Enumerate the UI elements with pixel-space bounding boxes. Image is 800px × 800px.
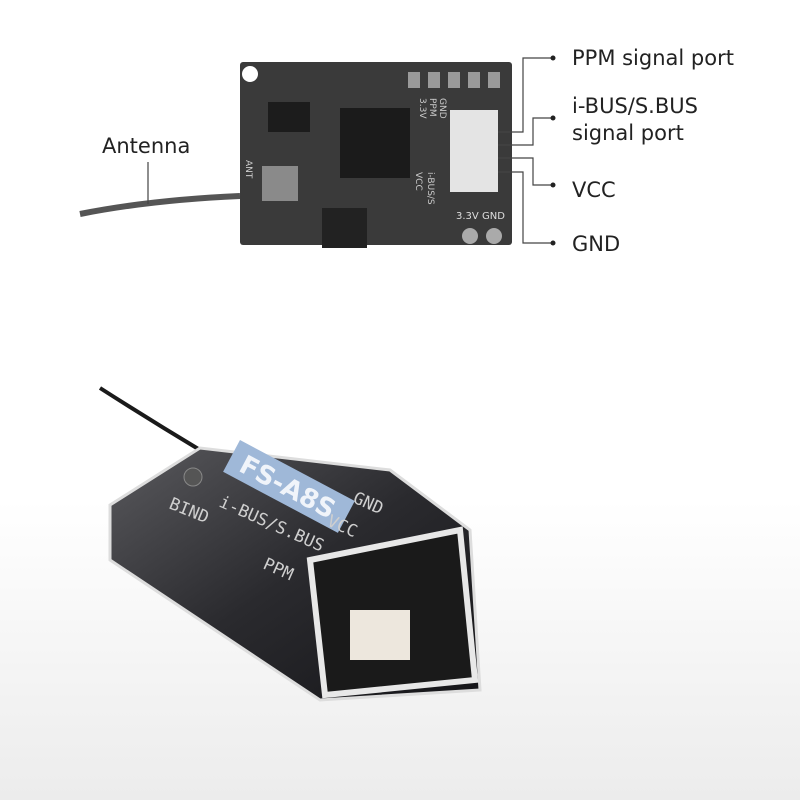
gnd-callout-line [498,171,553,244]
vcc-label: VCC [572,178,616,202]
pin-header-connector [450,110,498,192]
silk-pad-gnd: GND [482,211,505,222]
silk-pad-3v3: 3.3V [456,211,479,222]
receiver-case: FS-A8S BIND i-BUS/S.BUS GND VCC PPM [98,386,482,702]
main-chip [340,108,410,178]
model-label-bg [223,440,355,533]
crystal [322,208,367,248]
silk-vcc: VCC [413,172,423,191]
vcc-callout-dot [550,182,556,188]
antenna-wire [79,193,241,217]
silk-ibus: i-BUS/S [425,172,435,205]
gnd-callout-dot [550,240,556,246]
bind-button [183,467,203,487]
pad-gnd [486,228,502,244]
ibus-callout-line [498,117,553,146]
receiver-antenna-wire [98,386,202,452]
silk-ant: ANT [243,160,253,179]
solder-pads [408,72,500,88]
silk-gnd: GND [437,98,447,119]
antenna-label: Antenna [102,134,191,158]
pad-3v3 [462,228,478,244]
gnd-label: GND [572,232,621,256]
ibus-callout-dot [550,115,556,121]
ibus-port-label-line1: i-BUS/S.BUS [572,94,698,118]
silk-ppm: PPM [427,98,437,117]
mounting-hole [242,66,258,82]
antenna-connector [262,166,298,201]
pcb-board: PPM GND 3.3V VCC i-BUS/S 3.3V GND ANT [240,62,512,248]
regulator-chip [268,102,310,132]
callout-dots [550,55,556,246]
ppm-port-label: PPM signal port [572,46,734,70]
callout-lines [498,57,553,244]
connector-socket [350,610,410,660]
ppm-callout-dot [550,55,556,61]
ppm-callout-line [498,57,553,133]
ibus-port-label-line2: signal port [572,121,684,145]
silk-3v3: 3.3V [417,98,427,119]
vcc-callout-line [498,157,553,186]
